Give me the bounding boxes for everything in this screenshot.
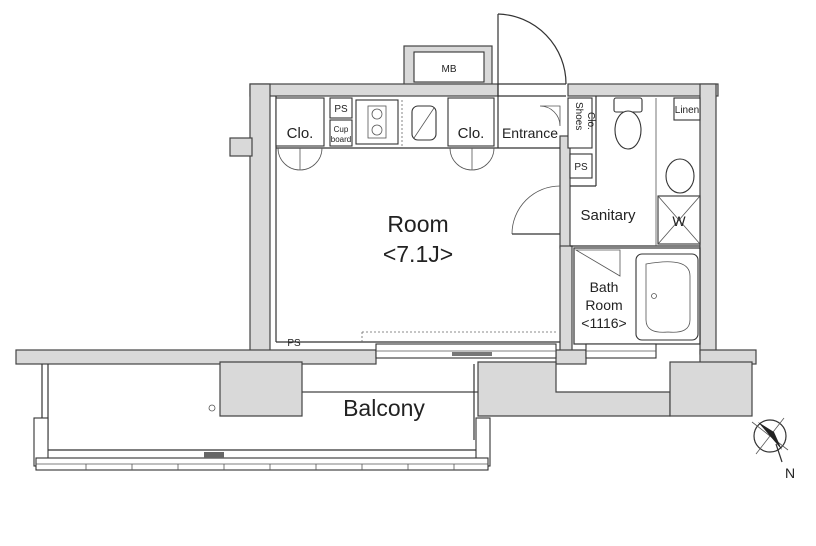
balcony-label: Balcony bbox=[343, 395, 425, 421]
bath-label-line2: Room bbox=[585, 297, 622, 313]
sink-drain bbox=[413, 107, 435, 139]
compass-needle bbox=[758, 422, 782, 450]
stove-grate bbox=[367, 105, 387, 139]
cupboard-box bbox=[329, 119, 353, 147]
toilet-tank bbox=[613, 97, 643, 113]
washer-label: W bbox=[672, 213, 686, 229]
bath-drain bbox=[651, 293, 657, 299]
column-right bbox=[669, 361, 753, 417]
cupboard-label-line2: board bbox=[331, 135, 351, 144]
washer-cross-2 bbox=[657, 195, 701, 245]
closet-right-label: Clo. bbox=[458, 125, 485, 142]
sanitary-label: Sanitary bbox=[580, 207, 636, 224]
balcony-area bbox=[33, 364, 491, 471]
bath-label-line3: <1116> bbox=[581, 315, 626, 331]
room-door-swing bbox=[511, 185, 561, 235]
shoes-label-line1: Shoes bbox=[573, 102, 584, 130]
compass-north-label: N bbox=[785, 465, 795, 481]
walls bbox=[15, 45, 757, 417]
entrance-step-swing bbox=[539, 105, 561, 127]
bath-door-swing bbox=[574, 249, 621, 277]
ps-right-box bbox=[569, 153, 593, 179]
wall-top-left bbox=[249, 83, 499, 97]
wall-top-right bbox=[567, 83, 719, 97]
balcony-drain bbox=[208, 404, 216, 412]
toilet-bowl bbox=[614, 110, 642, 150]
ps-bottom-label: PS bbox=[287, 338, 301, 349]
closet-right-door-2 bbox=[471, 147, 495, 171]
bathtub-inner bbox=[645, 261, 691, 333]
bathtub bbox=[635, 253, 699, 341]
closet-left-label: Clo. bbox=[287, 125, 314, 142]
compass-ring bbox=[753, 419, 787, 453]
ps-top-box bbox=[329, 97, 353, 119]
compass-north-tick bbox=[775, 443, 783, 463]
bath-area bbox=[573, 247, 701, 345]
linen-label: Linen bbox=[675, 105, 699, 116]
closet-right bbox=[447, 97, 495, 147]
burner-2 bbox=[371, 124, 383, 136]
ps-right-label: PS bbox=[574, 162, 588, 173]
balcony-drain-grate bbox=[204, 452, 224, 458]
shoes-closet-box bbox=[567, 97, 593, 149]
mb-label: MB bbox=[442, 64, 457, 75]
compass bbox=[751, 417, 789, 463]
room-size: <7.1J> bbox=[383, 241, 453, 267]
bath-label-line1: Bath bbox=[590, 279, 619, 295]
linen-box bbox=[673, 97, 701, 121]
front-door-swing bbox=[497, 13, 567, 85]
wall-right bbox=[699, 83, 717, 355]
balcony-columns bbox=[219, 361, 671, 417]
entrance-area bbox=[497, 13, 593, 235]
sanitary-area bbox=[570, 96, 701, 247]
cupboard-label-line1: Cup bbox=[334, 125, 349, 134]
ps-top-label: PS bbox=[334, 104, 348, 115]
wall-left-stub bbox=[229, 137, 253, 157]
window-room-track bbox=[452, 352, 492, 356]
entrance-label: Entrance bbox=[502, 125, 558, 141]
wall-partition-bath bbox=[559, 245, 573, 353]
closet-right-door-1 bbox=[449, 147, 473, 171]
closet-left-door-1 bbox=[277, 147, 301, 171]
wall-bottom-mid bbox=[555, 349, 587, 365]
windows bbox=[375, 343, 657, 359]
labels: MB PS Clo. Cup board Clo. Entrance Shoes… bbox=[287, 64, 795, 481]
burner-1 bbox=[371, 108, 383, 120]
wall-partition-sanitary bbox=[559, 135, 571, 249]
interior-lines bbox=[275, 96, 560, 343]
room-name: Room bbox=[387, 211, 448, 237]
stove bbox=[355, 99, 399, 145]
closet-left-door-2 bbox=[299, 147, 323, 171]
wall-bottom-left bbox=[15, 349, 377, 365]
closet-left bbox=[275, 97, 325, 147]
mb-box bbox=[413, 51, 485, 83]
vanity-sink bbox=[665, 158, 695, 194]
wall-left bbox=[249, 83, 271, 353]
balcony-railing-ticks bbox=[85, 464, 455, 470]
shoes-label-line2: Clo. bbox=[585, 112, 596, 130]
